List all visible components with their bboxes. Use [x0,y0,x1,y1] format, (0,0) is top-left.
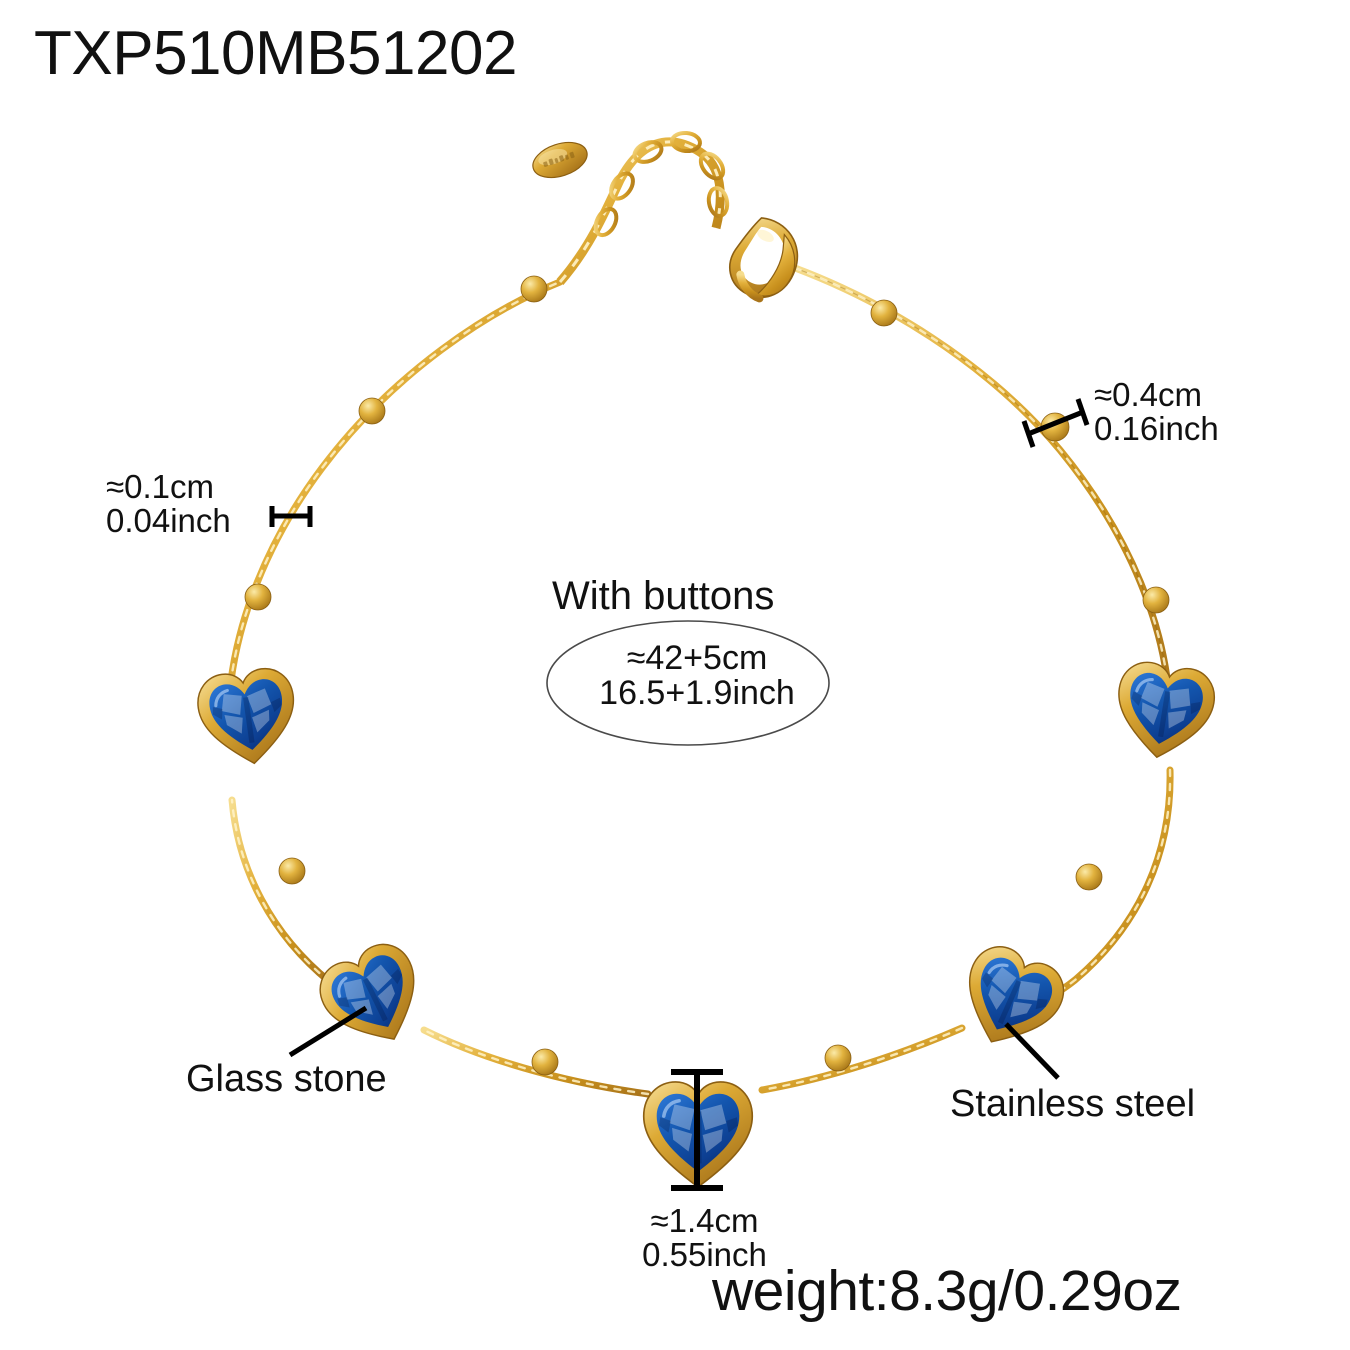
heart-right-upper [1108,656,1221,767]
with-buttons-label: With buttons [552,574,775,618]
length-inch: 16.5+1.9inch [599,674,795,713]
brand-tag [532,141,588,179]
heart-left-upper [192,663,304,772]
lobster-clasp [729,217,799,303]
length-ellipse [546,620,830,746]
extension-chain [556,130,730,285]
chain-beads [244,275,1170,1076]
heart-left-lower [308,933,439,1062]
bead-size-cm: ≈0.4cm [1094,376,1202,413]
product-weight-label: weight:8.3g/0.29oz [712,1259,1182,1323]
necklace-length-value: ≈42+5cm 16.5+1.9inch [572,639,822,713]
chain-width-cm: ≈0.1cm [106,468,214,505]
heart-right-lower [946,936,1075,1063]
stainless-steel-label: Stainless steel [950,1083,1196,1125]
bead-size-label: ≈0.4cm 0.16inch [1094,376,1219,448]
necklace-chain [224,264,1174,1098]
heart-size-inch: 0.55inch [642,1236,767,1274]
heart-size-label: ≈1.4cm 0.55inch [617,1202,792,1274]
length-cm: ≈42+5cm [626,639,768,677]
chain-width-label: ≈0.1cm 0.04inch [106,468,231,540]
heart-size-cm: ≈1.4cm [650,1202,759,1239]
product-sku-title: TXP510MB51202 [34,19,517,88]
chain-width-inch: 0.04inch [106,502,231,540]
heart-measure-marker [671,1069,723,1191]
bead-measure-marker [1021,398,1090,448]
bead-size-inch: 0.16inch [1094,410,1219,448]
glass-stone-leader-line [288,1005,368,1058]
stainless-steel-leader-line [1004,1022,1060,1080]
glass-stone-label: Glass stone [186,1058,387,1100]
chain-measure-marker [269,506,313,527]
